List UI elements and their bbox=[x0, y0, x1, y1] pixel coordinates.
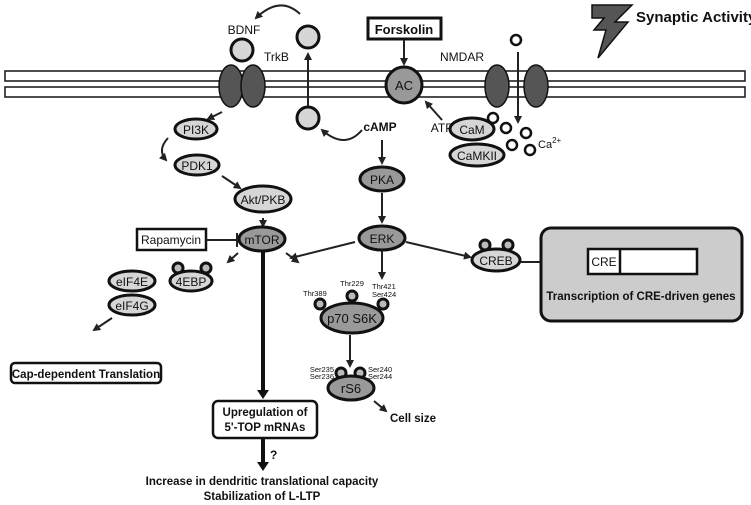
eif4e-label: eIF4E bbox=[116, 275, 148, 289]
mtor-to-s6k-arrow bbox=[285, 252, 300, 264]
calcium-bound bbox=[486, 111, 500, 125]
calcium-ion bbox=[519, 126, 533, 140]
calcium-ion bbox=[509, 33, 523, 47]
calcium-ion bbox=[499, 121, 513, 135]
mtor-node bbox=[237, 225, 287, 253]
camkii-label: CaMKII bbox=[457, 149, 497, 163]
phospho-icon bbox=[345, 289, 359, 303]
cam-node bbox=[448, 116, 496, 142]
pdk1-label: PDK1 bbox=[181, 159, 213, 173]
ac-label: AC bbox=[395, 78, 413, 93]
cap-translation-box bbox=[9, 361, 163, 385]
forskolin-box bbox=[366, 16, 443, 41]
eif4e-node bbox=[107, 269, 157, 293]
pi3k-label: PI3K bbox=[183, 123, 209, 137]
ser240-label: Ser240 bbox=[368, 365, 392, 374]
akt-label: Akt/PKB bbox=[241, 193, 286, 207]
cre-element bbox=[586, 247, 699, 276]
rs6-node bbox=[326, 374, 376, 402]
pi3k-node bbox=[173, 117, 219, 141]
upregulation-line1: Upregulation of bbox=[223, 407, 308, 419]
erk-label: ERK bbox=[370, 232, 395, 246]
eif4g-label: eIF4G bbox=[115, 299, 148, 313]
bdnf-molecule bbox=[229, 37, 255, 63]
bdnf-label: BDNF bbox=[228, 23, 261, 37]
phospho-icon bbox=[376, 297, 390, 311]
upregulation-line2: 5'-TOP mRNAs bbox=[225, 422, 306, 434]
atp-to-ac-arrow bbox=[424, 100, 443, 121]
ac-node bbox=[384, 65, 424, 105]
upregulation-box bbox=[211, 399, 319, 440]
arrowhead bbox=[257, 462, 269, 471]
vesicle-released bbox=[295, 24, 321, 50]
synaptic-activity-label: Synaptic Activity bbox=[636, 9, 751, 26]
arrowhead bbox=[257, 390, 269, 399]
mtor-label: mTOR bbox=[244, 233, 279, 247]
camp-to-vesicle-arrow bbox=[320, 128, 363, 141]
calcium-ion bbox=[523, 143, 537, 157]
ser235-label: Ser235 bbox=[310, 365, 334, 374]
trkb-receptor-left bbox=[218, 64, 244, 108]
p70-s6k-node bbox=[319, 301, 385, 335]
cre-label: CRE bbox=[591, 255, 616, 269]
4ebp-label: 4EBP bbox=[176, 275, 207, 289]
camp-label: cAMP bbox=[363, 120, 396, 134]
vesicle-internal bbox=[295, 105, 321, 131]
erk-to-creb-arrow bbox=[405, 241, 472, 260]
ser236-label: Ser236 bbox=[310, 372, 334, 381]
pdk1-to-akt-arrow bbox=[221, 175, 242, 190]
nmdar-left bbox=[484, 64, 510, 108]
outcome-line2: Stabilization of L-LTP bbox=[204, 491, 321, 503]
cam-label: CaM bbox=[459, 123, 484, 137]
nmdar-label: NMDAR bbox=[440, 50, 484, 64]
rs6-label: rS6 bbox=[341, 381, 361, 396]
lightning-icon bbox=[591, 4, 634, 59]
transcription-label: Transcription of CRE-driven genes bbox=[546, 291, 735, 303]
pka-label: PKA bbox=[370, 173, 394, 187]
trkb-to-pi3k-arrow bbox=[206, 111, 223, 120]
4ebp-node bbox=[168, 269, 214, 293]
erk-node bbox=[357, 224, 407, 252]
calcium-ion bbox=[505, 138, 519, 152]
question-mark: ? bbox=[270, 448, 277, 462]
camkii-node bbox=[448, 142, 506, 168]
phospho-icon bbox=[313, 297, 327, 311]
membrane-outer bbox=[4, 70, 746, 82]
nmdar-right bbox=[523, 64, 549, 108]
pdk1-node bbox=[173, 153, 221, 177]
thr421-label: Thr421 bbox=[372, 282, 396, 291]
erk-to-mtor-arrow bbox=[289, 241, 356, 261]
eif4g-node bbox=[107, 293, 157, 317]
trkb-label: TrkB bbox=[264, 50, 289, 64]
ser244-label: Ser244 bbox=[368, 372, 392, 381]
bdnf-release-arrow bbox=[254, 4, 301, 20]
pka-node bbox=[358, 165, 406, 193]
rapamycin-label: Rapamycin bbox=[141, 233, 201, 247]
trkb-receptor-right bbox=[240, 64, 266, 108]
akt-node bbox=[233, 184, 293, 214]
calcium-label: Ca2+ bbox=[538, 136, 562, 151]
thr389-label: Thr389 bbox=[303, 289, 327, 298]
eif4g-to-translation-arrow bbox=[92, 317, 113, 332]
creb-label: CREB bbox=[479, 254, 512, 268]
cell-size-label: Cell size bbox=[390, 413, 436, 425]
membrane-inner bbox=[4, 86, 746, 98]
pi3k-to-pdk1-arrow bbox=[159, 137, 169, 162]
creb-node bbox=[470, 247, 522, 273]
outcome-line1: Increase in dendritic translational capa… bbox=[146, 476, 379, 488]
cap-translation-label: Cap-dependent Translation bbox=[12, 369, 160, 381]
ser424-label: Ser424 bbox=[372, 290, 396, 299]
thr229-label: Thr229 bbox=[340, 279, 364, 288]
rs6-to-cell-size-arrow bbox=[373, 400, 388, 413]
p70-s6k-label: p70 S6K bbox=[327, 311, 377, 326]
forskolin-label: Forskolin bbox=[375, 22, 434, 37]
mtor-to-4ebp-arrow bbox=[226, 252, 239, 264]
atp-label: ATP bbox=[431, 121, 453, 135]
